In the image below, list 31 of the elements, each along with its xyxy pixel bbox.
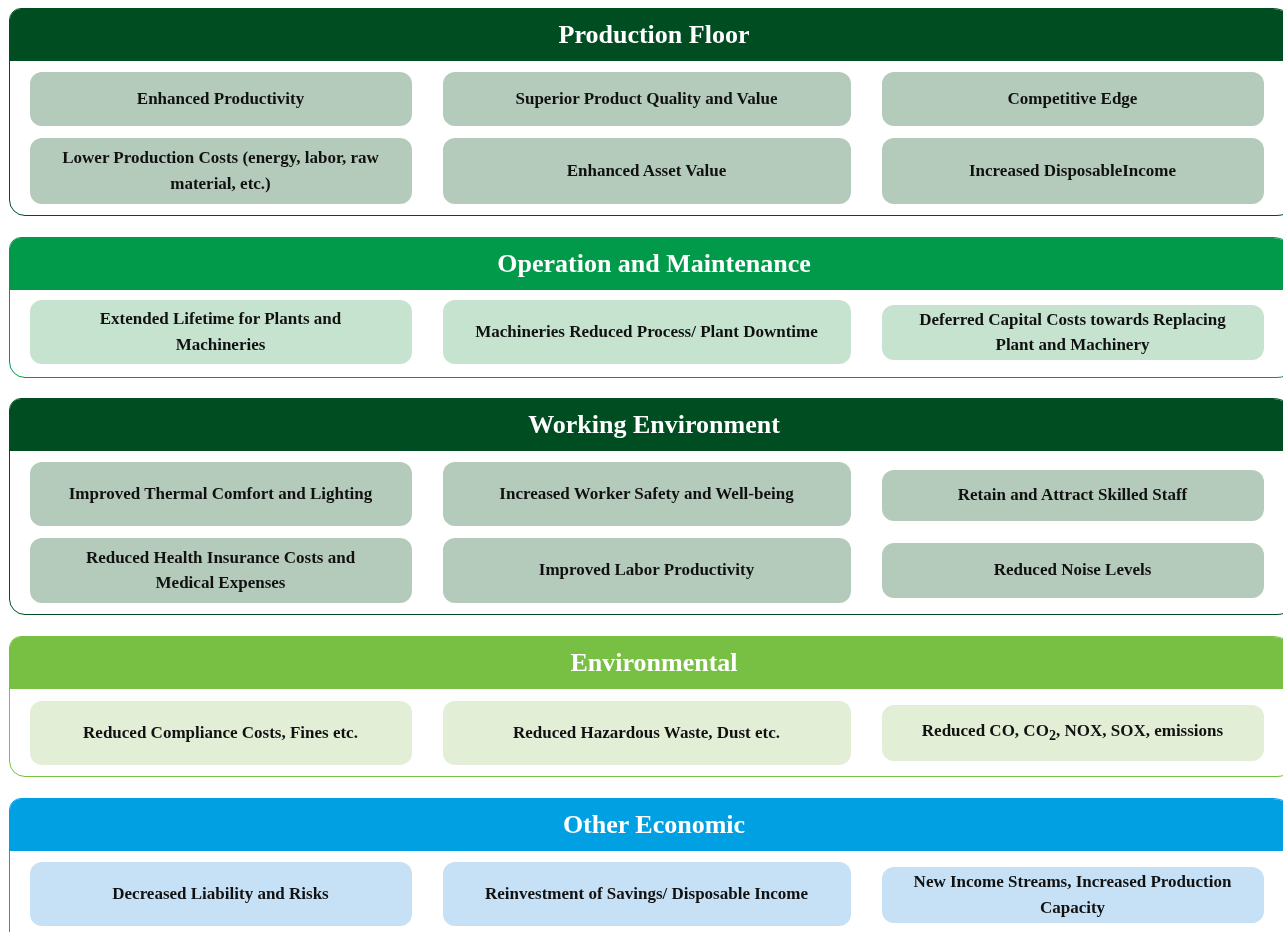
section-panel [9,798,1283,932]
benefit-box: Improved Thermal Comfort and Lighting [29,461,412,526]
benefit-box: Reduced Health Insurance Costs and Medical Expenses [29,537,412,603]
benefit-box: Superior Product Quality and Value [442,71,851,126]
section-panel [9,636,1283,777]
benefit-box: Machineries Reduced Process/ Plant Downtime [442,299,851,364]
section-header: Production Floor [10,9,1283,61]
section-panel [9,8,1283,216]
benefit-box: Improved Labor Productivity [442,537,851,603]
section-header: Operation and Maintenance [10,238,1283,290]
benefit-box: Competitive Edge [881,71,1264,126]
benefit-box: Lower Production Costs (energy, labor, raw material, etc.) [29,137,412,204]
benefit-box: Extended Lifetime for Plants and Machineries [29,299,412,364]
benefit-box: Increased Worker Safety and Well-being [442,461,851,526]
benefit-box: Enhanced Productivity [29,71,412,126]
section-header: Working Environment [10,399,1283,451]
benefit-box: Increased DisposableIncome [881,137,1264,204]
benefit-box: Deferred Capital Costs towards Replacing Plant and Machinery [881,304,1264,360]
benefit-box: Decreased Liability and Risks [29,861,412,926]
benefit-box: Reinvestment of Savings/ Disposable Income [442,861,851,926]
benefit-box: Reduced CO, CO$_{2}$, NOX, SOX, emissions [881,704,1264,761]
benefit-box: Reduced Noise Levels [881,542,1264,598]
benefit-box: Reduced Hazardous Waste, Dust etc. [442,700,851,765]
benefit-box: New Income Streams, Increased Production Capacity [881,866,1264,923]
benefit-box: Reduced Compliance Costs, Fines etc. [29,700,412,765]
section-panel [9,398,1283,615]
benefit-box: Retain and Attract Skilled Staff [881,469,1264,521]
section-panel [9,237,1283,378]
section-header: Other Economic [10,799,1283,851]
section-header: Environmental [10,637,1283,689]
benefit-box: Enhanced Asset Value [442,137,851,204]
